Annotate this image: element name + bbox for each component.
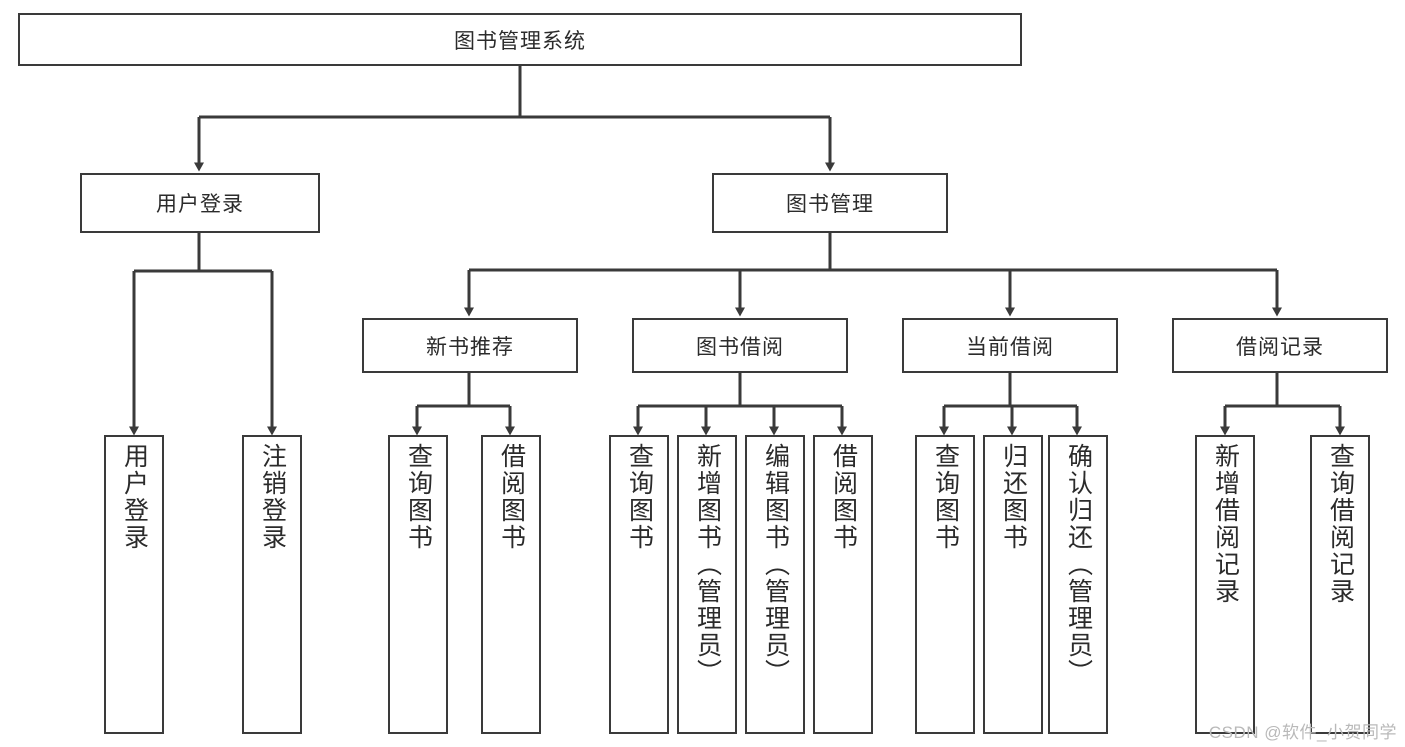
leaf-new-book-1[interactable]: 查询图书 xyxy=(388,435,448,734)
leaf-current-borrow-3[interactable]: 确认归还（管理员） xyxy=(1048,435,1108,734)
node-user-login[interactable]: 用户登录 xyxy=(80,173,320,233)
leaf-book-borrow-4[interactable]: 借阅图书 xyxy=(813,435,873,734)
leaf-user-login-1[interactable]: 用户登录 xyxy=(104,435,164,734)
leaf-borrow-record-2[interactable]: 查询借阅记录 xyxy=(1310,435,1370,734)
leaf-current-borrow-2[interactable]: 归还图书 xyxy=(983,435,1043,734)
leaf-borrow-record-1[interactable]: 新增借阅记录 xyxy=(1195,435,1255,734)
leaf-book-borrow-2-label: 新增图书（管理员） xyxy=(693,443,722,686)
leaf-new-book-1-label: 查询图书 xyxy=(404,443,433,551)
node-borrow-record[interactable]: 借阅记录 xyxy=(1172,318,1388,373)
node-current-borrow[interactable]: 当前借阅 xyxy=(902,318,1118,373)
leaf-book-borrow-1-label: 查询图书 xyxy=(625,443,654,551)
leaf-borrow-record-1-label: 新增借阅记录 xyxy=(1211,443,1240,605)
node-current-borrow-label: 当前借阅 xyxy=(966,335,1054,359)
leaf-new-book-2-label: 借阅图书 xyxy=(497,443,526,551)
leaf-new-book-2[interactable]: 借阅图书 xyxy=(481,435,541,734)
leaf-book-borrow-3-label: 编辑图书（管理员） xyxy=(761,443,790,686)
watermark: CSDN @软件_小贺同学 xyxy=(1208,723,1397,742)
node-root-label: 图书管理系统 xyxy=(454,29,586,53)
node-book-borrow[interactable]: 图书借阅 xyxy=(632,318,848,373)
leaf-user-login-2[interactable]: 注销登录 xyxy=(242,435,302,734)
node-book-borrow-label: 图书借阅 xyxy=(696,335,784,359)
leaf-book-borrow-2[interactable]: 新增图书（管理员） xyxy=(677,435,737,734)
leaf-book-borrow-1[interactable]: 查询图书 xyxy=(609,435,669,734)
leaf-current-borrow-3-label: 确认归还（管理员） xyxy=(1064,443,1093,686)
node-new-book-recommend[interactable]: 新书推荐 xyxy=(362,318,578,373)
node-user-login-label: 用户登录 xyxy=(156,193,244,216)
leaf-current-borrow-1[interactable]: 查询图书 xyxy=(915,435,975,734)
leaf-borrow-record-2-label: 查询借阅记录 xyxy=(1326,443,1355,605)
node-book-manage-label: 图书管理 xyxy=(786,193,874,216)
node-book-manage[interactable]: 图书管理 xyxy=(712,173,948,233)
node-new-book-recommend-label: 新书推荐 xyxy=(426,335,514,359)
node-root[interactable]: 图书管理系统 xyxy=(18,13,1022,66)
leaf-user-login-2-label: 注销登录 xyxy=(258,443,287,551)
leaf-current-borrow-2-label: 归还图书 xyxy=(999,443,1028,551)
leaf-book-borrow-4-label: 借阅图书 xyxy=(829,443,858,551)
leaf-user-login-1-label: 用户登录 xyxy=(120,443,149,551)
leaf-book-borrow-3[interactable]: 编辑图书（管理员） xyxy=(745,435,805,734)
leaf-current-borrow-1-label: 查询图书 xyxy=(931,443,960,551)
node-borrow-record-label: 借阅记录 xyxy=(1236,335,1324,359)
